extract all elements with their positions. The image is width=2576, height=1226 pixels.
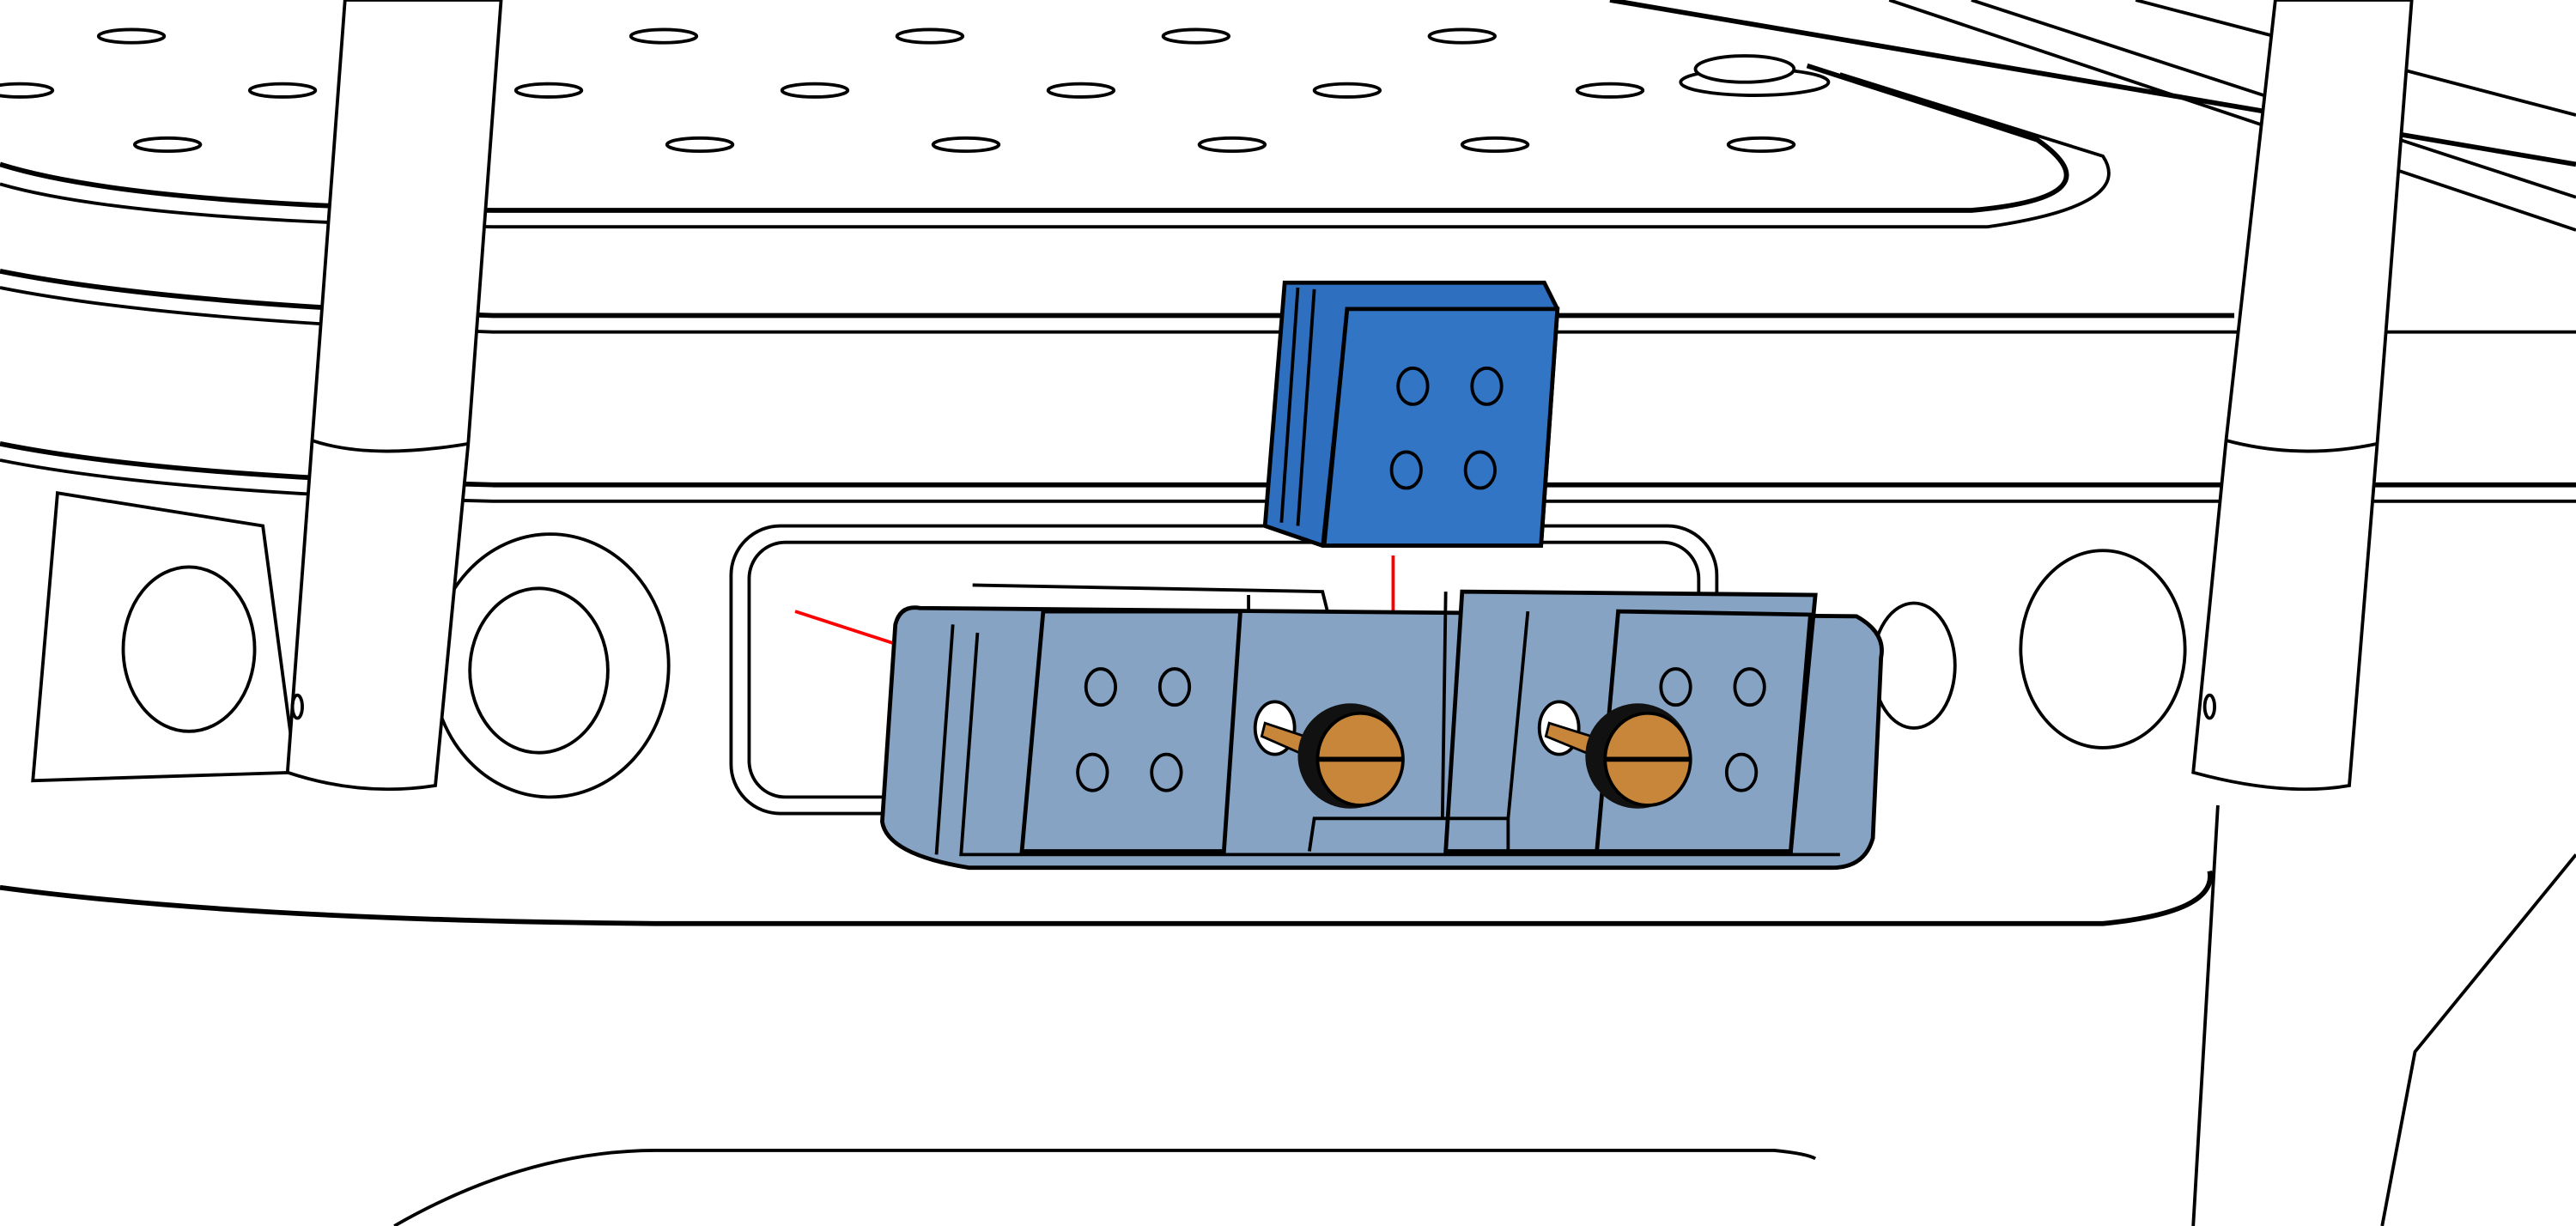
mount-block xyxy=(1262,280,1560,548)
support-post-left xyxy=(285,0,503,792)
thumb-screw-left xyxy=(1253,700,1405,809)
thumb-screw-right xyxy=(1537,700,1692,809)
mounting-holes xyxy=(0,27,1831,154)
support-post-right xyxy=(2191,0,2576,1226)
side-fittings xyxy=(31,491,2187,799)
